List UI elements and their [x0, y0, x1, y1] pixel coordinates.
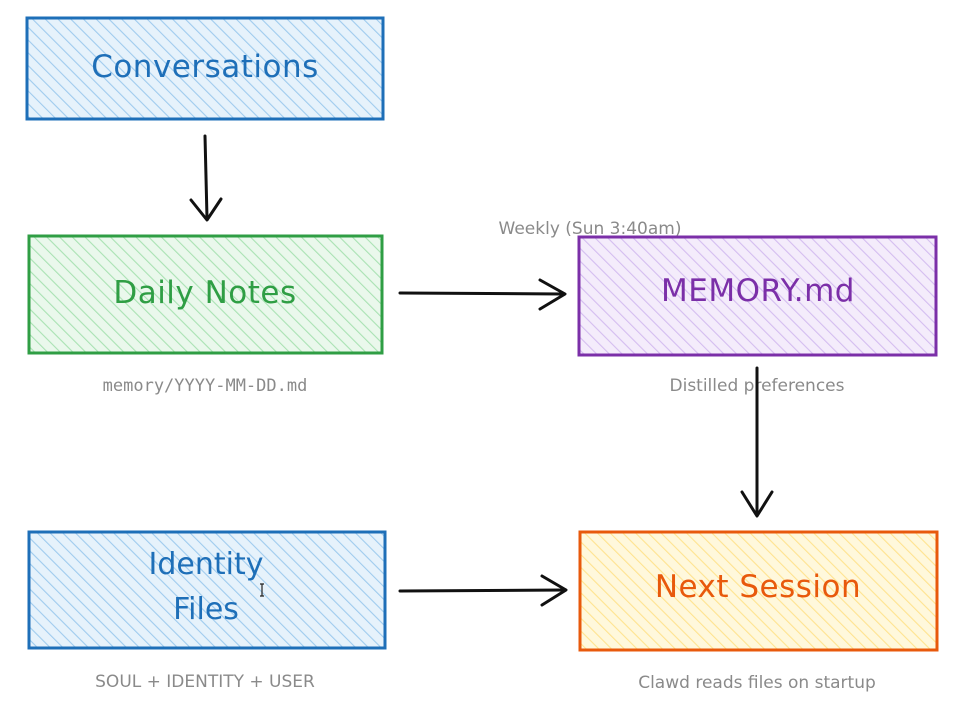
node-daily-notes-box [27, 234, 384, 355]
arrow-memory-to-next-session [740, 366, 774, 518]
node-conversations-label: Conversations [91, 49, 319, 85]
node-daily-notes[interactable]: Daily Notes [27, 234, 384, 355]
node-conversations-box [25, 16, 385, 121]
node-identity-files[interactable]: Identity Files [27, 530, 387, 650]
arrow-identity-to-next-session [398, 574, 568, 607]
node-identity-files-label-line2: Files [173, 592, 239, 627]
arrow-daily-notes-to-memory [398, 278, 567, 311]
daily-notes-caption: memory/YYYY-MM-DD.md [103, 376, 308, 396]
node-memory-md-box [577, 235, 938, 357]
text-cursor-icon [260, 583, 264, 597]
node-identity-files-box [27, 530, 387, 650]
node-daily-notes-label: Daily Notes [113, 275, 296, 311]
edge-label-weekly: Weekly (Sun 3:40am) [499, 219, 682, 239]
node-memory-md-label: MEMORY.md [661, 273, 855, 309]
arrow-conversations-to-daily-notes [189, 134, 223, 222]
node-memory-md[interactable]: MEMORY.md [577, 235, 938, 357]
identity-files-caption: SOUL + IDENTITY + USER [95, 672, 315, 692]
next-session-caption: Clawd reads files on startup [638, 673, 876, 693]
node-next-session-label: Next Session [655, 569, 861, 605]
node-next-session-box [578, 530, 939, 652]
node-identity-files-label-line1: Identity [149, 547, 264, 582]
node-conversations[interactable]: Conversations [25, 16, 385, 121]
node-next-session[interactable]: Next Session [578, 530, 939, 652]
